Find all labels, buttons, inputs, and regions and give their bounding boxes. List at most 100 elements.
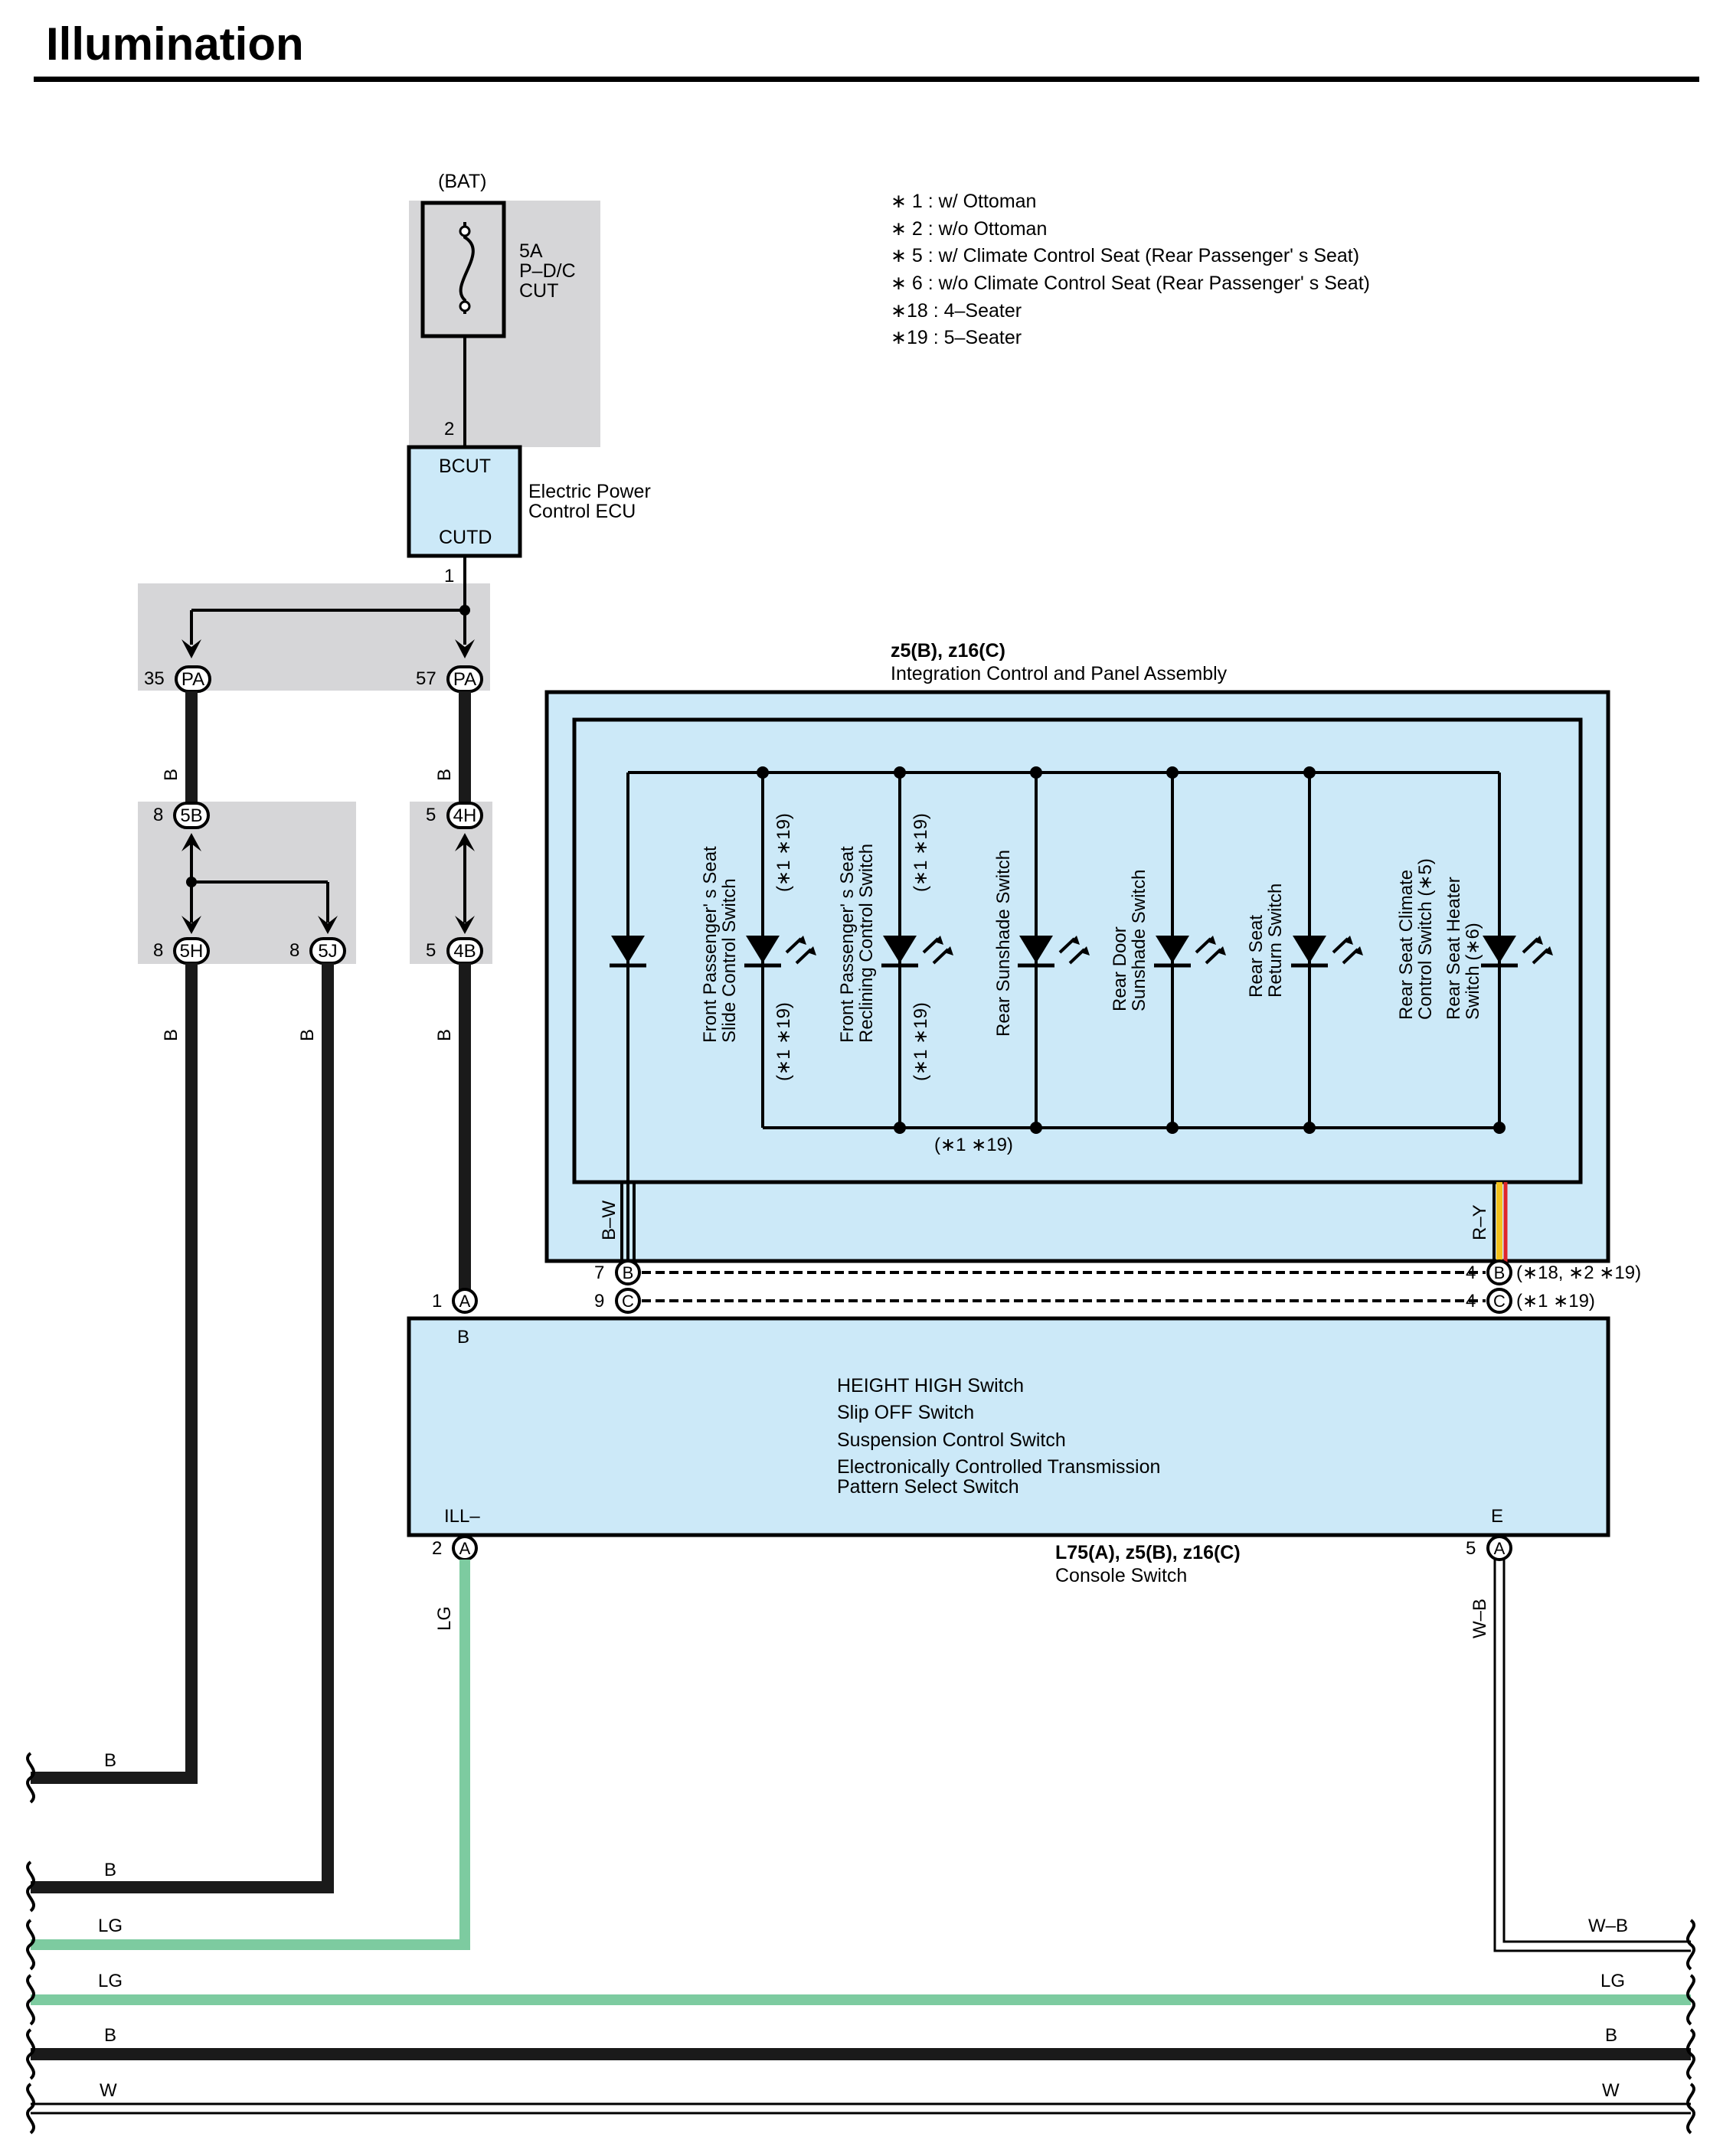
connector-5h: 8 5H	[153, 937, 210, 965]
led-icon-rear-seat-return	[1291, 936, 1363, 968]
connector-4b-id: 4B	[453, 941, 476, 962]
fuse-element	[459, 222, 475, 314]
wire-label-b5: B	[434, 1029, 455, 1041]
switch-rear-sunshade-label: Rear Sunshade Switch	[993, 850, 1014, 1037]
switch-slide-label-1: Front Passenger' s Seat	[700, 846, 721, 1043]
console-pin-top: 1 A	[432, 1288, 478, 1314]
fuse-terminal-bottom	[459, 300, 471, 312]
notes-legend: ∗ 1 : w/ Ottoman ∗ 2 : w/o Ottoman ∗ 5 :…	[891, 191, 1370, 348]
switch-rear-door-label-1: Rear Door	[1110, 926, 1130, 1011]
console-pin-e: 5 A	[1466, 1535, 1512, 1561]
led-icon-reclining	[881, 936, 953, 968]
panel-inner	[572, 717, 1583, 1184]
led-icon-rear-door-sunshade	[1154, 936, 1226, 968]
connector-5h-pin: 8	[153, 940, 163, 961]
cond-bottom-slide: (∗1 ∗19)	[773, 1002, 794, 1081]
bus-label-w-left: W	[100, 2080, 117, 2101]
right-break-marks	[1686, 1919, 1695, 2135]
wire-label-bw: B–W	[599, 1200, 620, 1240]
connector-pa57: 57 PA	[416, 665, 483, 693]
fuse-name-1: P–D/C	[519, 260, 576, 282]
console-item-3: Suspension Control Switch	[837, 1429, 1066, 1451]
bus-label-lg2-left: LG	[98, 1971, 123, 1991]
switch-slide-label-2: Slide Control Switch	[719, 878, 740, 1043]
wire-label-b1: B	[161, 769, 181, 781]
wire-b-5h	[31, 963, 198, 1784]
connector-pa57-pin: 57	[416, 668, 436, 689]
panel-pin-c-left-id: C	[622, 1292, 634, 1311]
panel-code: z5(B), z16(C)	[891, 640, 1005, 662]
console-pin-top-num: 1	[432, 1291, 442, 1312]
connector-4h-id: 4H	[453, 805, 477, 826]
title-rule	[34, 77, 1699, 82]
connector-pa35: 35 PA	[144, 665, 211, 693]
panel-pin-b-left: 7 B	[594, 1259, 641, 1285]
wire-label-b3: B	[161, 1029, 181, 1041]
connector-5b-pin: 8	[153, 805, 163, 825]
panel-name: Integration Control and Panel Assembly	[891, 663, 1228, 684]
note-1: ∗ 1 : w/ Ottoman	[891, 191, 1036, 212]
connector-4b: 5 4B	[426, 937, 483, 965]
switch-climate-label-1: Rear Seat Climate	[1396, 870, 1417, 1020]
wire-label-lg-vertical: LG	[434, 1606, 455, 1631]
connector-5h-id: 5H	[180, 941, 204, 962]
console-pin-top-id: A	[459, 1292, 471, 1311]
console-switch-box	[407, 1316, 1610, 1537]
console-item-5: Pattern Select Switch	[837, 1476, 1019, 1498]
connector-5b-id: 5B	[180, 805, 202, 826]
console-pin-e-num: 5	[1466, 1538, 1476, 1559]
page-title: Illumination	[46, 18, 304, 70]
switch-climate-label-3: Rear Seat Heater	[1443, 877, 1464, 1020]
connector-4-shade	[410, 802, 492, 964]
panel-pin-c-left: 9 C	[594, 1288, 641, 1314]
console-pin-e-id: A	[1494, 1539, 1506, 1558]
connector-pa57-id: PA	[453, 669, 476, 690]
note-19: ∗19 : 5–Seater	[891, 327, 1022, 348]
note-6: ∗ 6 : w/o Climate Control Seat (Rear Pas…	[891, 273, 1370, 294]
console-code: L75(A), z5(B), z16(C)	[1055, 1542, 1241, 1563]
connector-5j: 8 5J	[289, 937, 346, 965]
switch-climate-label-2: Control Switch (∗5)	[1415, 858, 1436, 1020]
connector-pa35-pin: 35	[144, 668, 165, 689]
console-item-4: Electronically Controlled Transmission	[837, 1456, 1160, 1478]
fuse-terminal-top	[459, 225, 471, 237]
connector-5b: 8 5B	[153, 802, 210, 829]
switch-rear-door-label-2: Sunshade Switch	[1129, 870, 1149, 1011]
panel-pin-b-right: 4 B (∗18, ∗2 ∗19)	[1466, 1259, 1641, 1285]
ecu-box	[407, 445, 522, 558]
cond-bus: (∗1 ∗19)	[934, 1135, 1013, 1155]
switch-return-label-2: Return Switch	[1265, 884, 1286, 998]
panel-pin-c-left-num: 9	[594, 1291, 604, 1312]
panel-pin-b-left-id: B	[623, 1263, 634, 1282]
switch-reclining-label-1: Front Passenger' s Seat	[837, 846, 858, 1043]
led-icon-slide	[744, 936, 816, 968]
console-item-2: Slip OFF Switch	[837, 1402, 974, 1423]
wire-label-wb-vertical: W–B	[1470, 1599, 1490, 1638]
console-terminal-e: E	[1491, 1506, 1503, 1527]
connector-5j-id: 5J	[318, 941, 337, 962]
panel-pin-c-right-id: C	[1493, 1292, 1506, 1311]
fuse-rating: 5A	[519, 240, 543, 262]
fuse-name-2: CUT	[519, 280, 558, 302]
arrow-pa35	[181, 639, 201, 658]
console-item-1: HEIGHT HIGH Switch	[837, 1375, 1024, 1396]
ecu-pin-out: 1	[444, 566, 454, 586]
cond-bottom-reclining: (∗1 ∗19)	[911, 1002, 931, 1081]
left-break-marks	[26, 1752, 35, 2135]
wire-b-5j	[31, 963, 334, 1893]
bus-label-b3-right: B	[1605, 2025, 1617, 2046]
console-pin-ill: 2 A	[432, 1535, 478, 1561]
switch-climate-label-4: Switch (∗6)	[1463, 923, 1483, 1020]
diode-icon	[610, 936, 646, 968]
console-terminal-b: B	[457, 1327, 469, 1348]
bus-label-lg2-right: LG	[1600, 1971, 1625, 1991]
ecu-name-2: Control ECU	[528, 501, 636, 522]
connector-4b-pin: 5	[426, 940, 436, 961]
cond-top-reclining: (∗1 ∗19)	[911, 813, 931, 892]
switch-reclining-label-2: Reclining Control Switch	[856, 844, 877, 1043]
wire-label-b2: B	[434, 769, 455, 781]
note-18: ∗18 : 4–Seater	[891, 300, 1022, 322]
note-5: ∗ 5 : w/ Climate Control Seat (Rear Pass…	[891, 245, 1359, 266]
cond-top-slide: (∗1 ∗19)	[773, 813, 794, 892]
